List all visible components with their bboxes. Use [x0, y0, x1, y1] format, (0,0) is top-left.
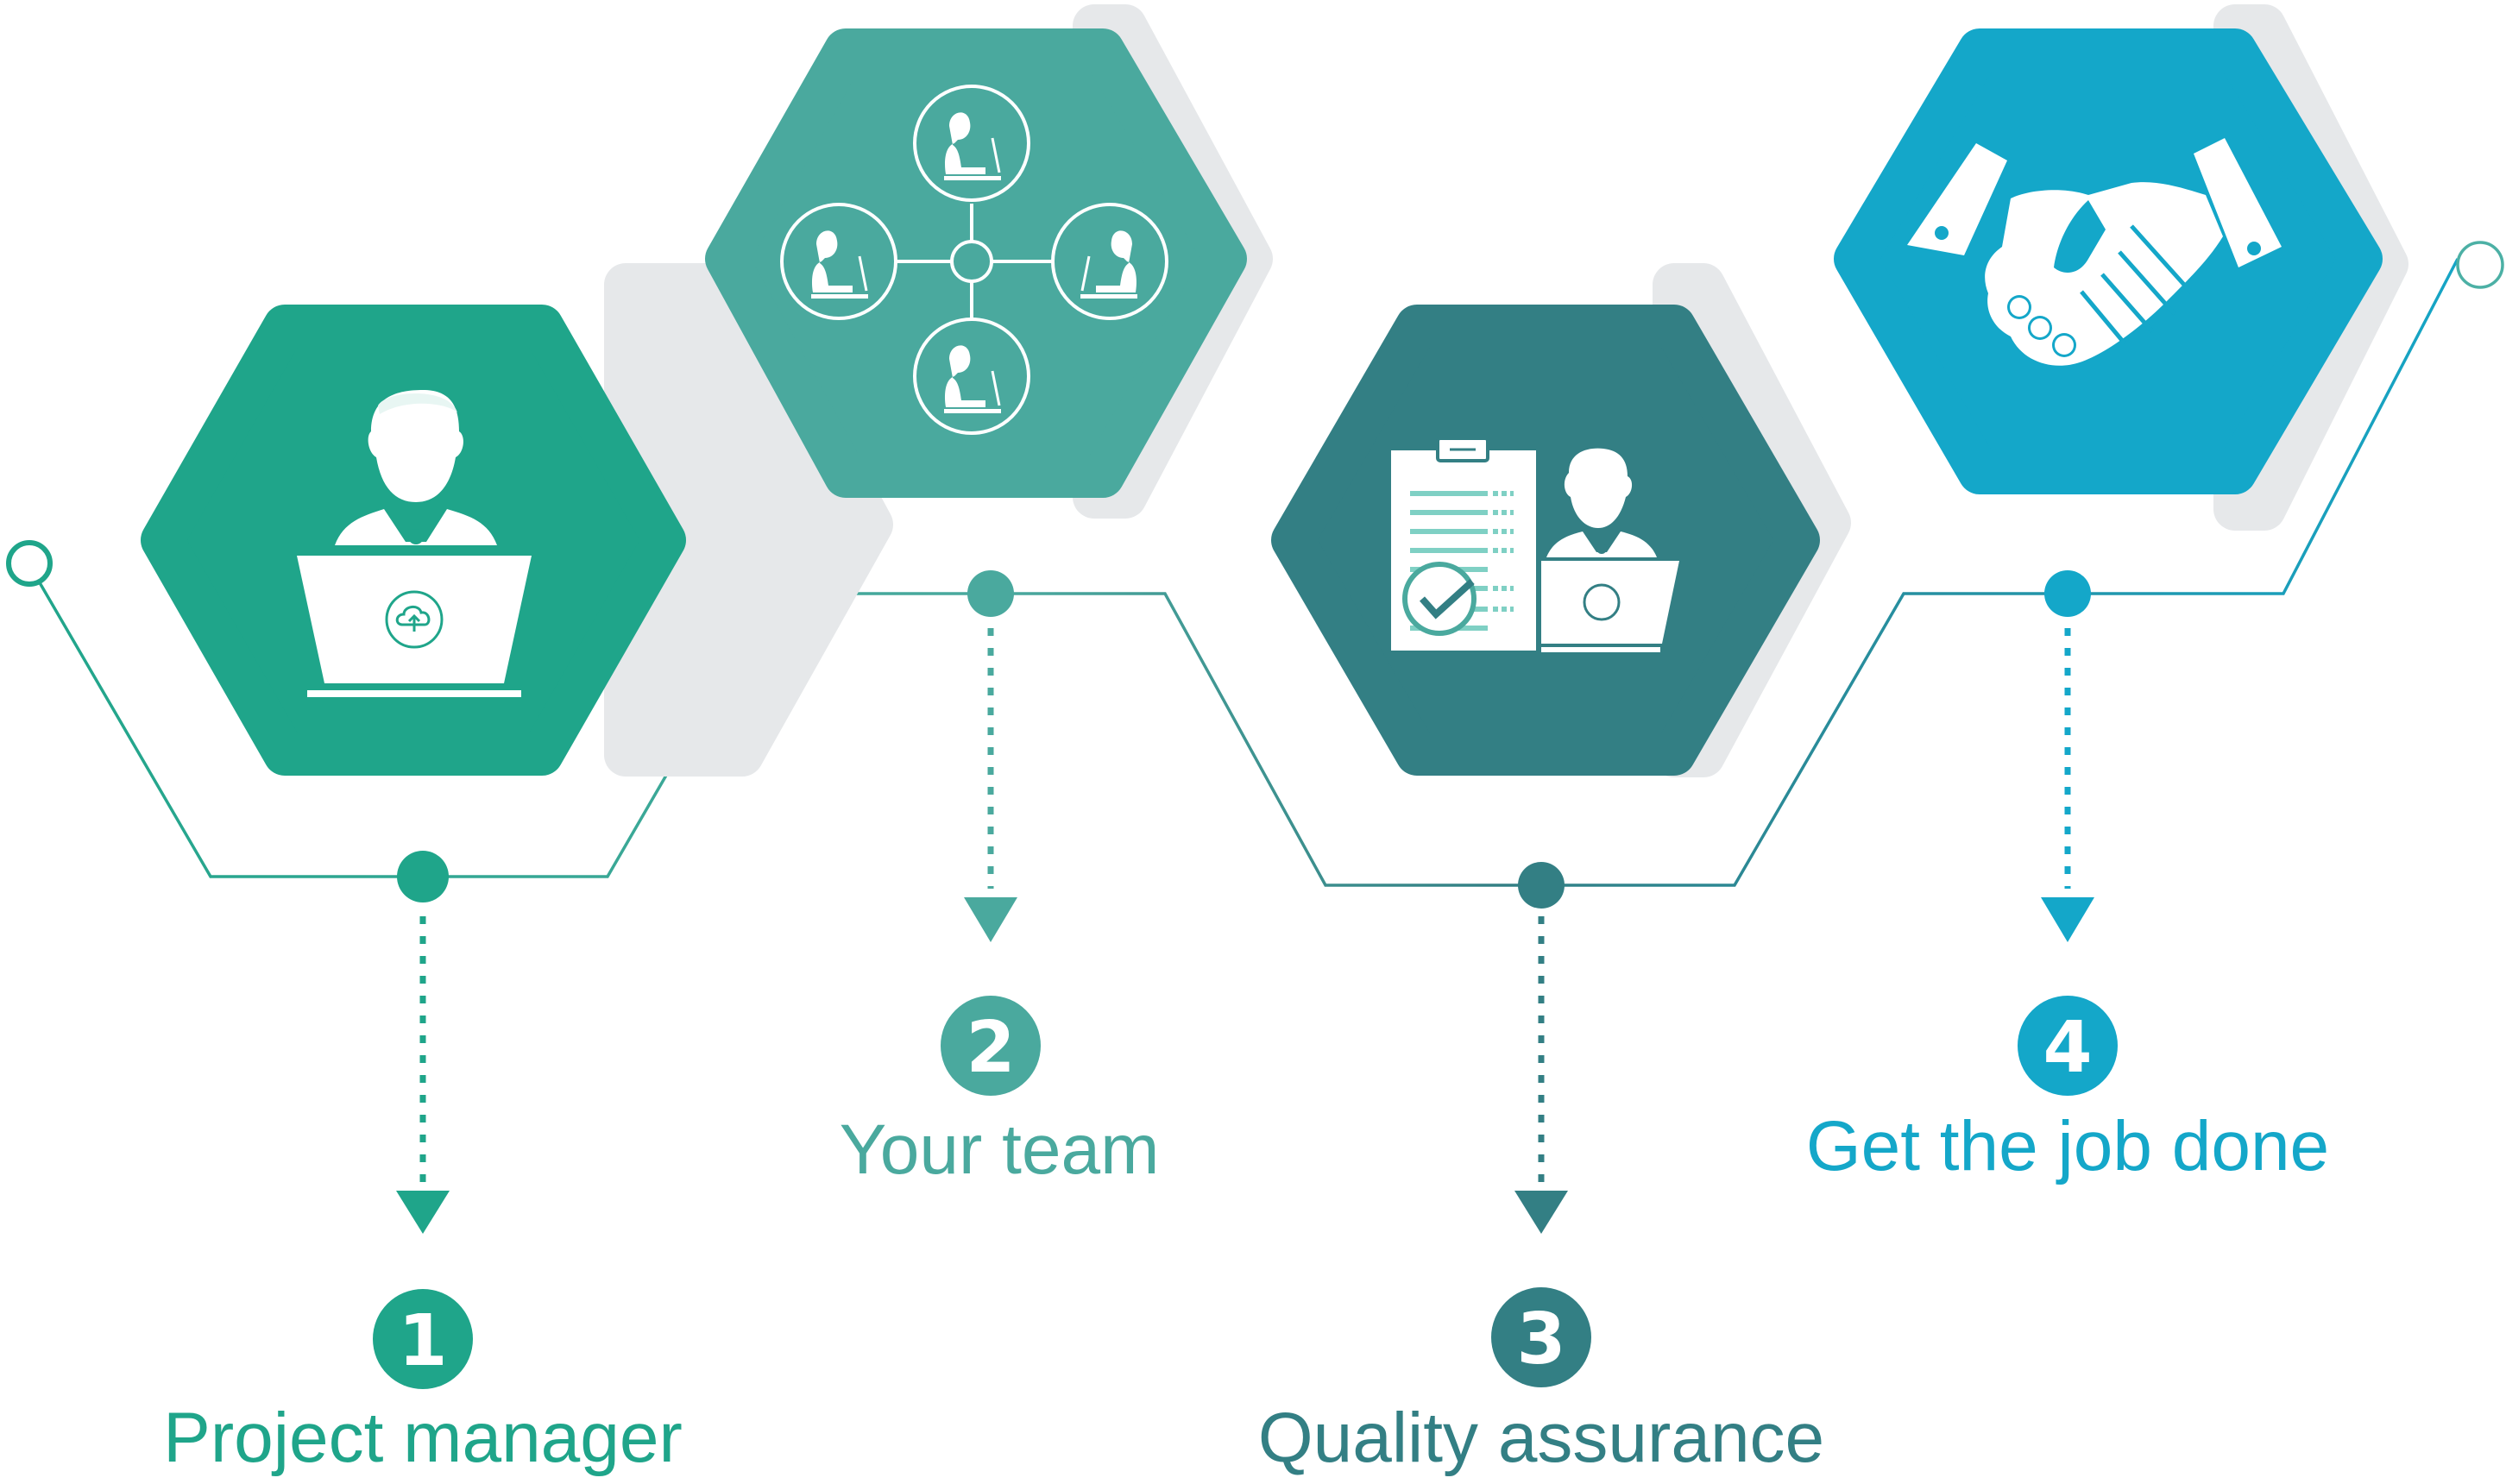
step-4-node — [2044, 570, 2091, 617]
step-1-badge — [373, 1289, 473, 1389]
step-4: 4 Get the job done — [1806, 4, 2408, 1185]
step-4-number: 4 — [2043, 1007, 2092, 1089]
step-3: 3 Quality assurance — [1258, 263, 1851, 1477]
step-3-badge — [1491, 1287, 1591, 1387]
step-4-arrowhead — [2041, 897, 2094, 942]
step-2-label: Your team — [840, 1110, 1160, 1189]
step-4-badge — [2018, 996, 2118, 1096]
step-1-node — [397, 851, 449, 902]
handshake-icon — [1907, 138, 2282, 366]
step-2-node — [967, 570, 1014, 617]
step-1-arrowhead — [396, 1191, 450, 1234]
team-network-icon — [780, 85, 1168, 435]
start-node — [6, 540, 53, 587]
step-3-label: Quality assurance — [1258, 1399, 1824, 1477]
quality-assurance-icon — [1391, 437, 1679, 652]
step-3-number: 3 — [1516, 1298, 1565, 1380]
hexagon-step-3 — [1271, 305, 1820, 776]
step-3-arrowhead — [1514, 1191, 1568, 1234]
step-1-label: Project manager — [163, 1399, 683, 1477]
step-2-badge — [941, 996, 1041, 1096]
step-4-label: Get the job done — [1806, 1107, 2329, 1185]
project-manager-icon — [297, 390, 532, 697]
step-2: 2 Your team — [705, 4, 1273, 1189]
step-1-number: 1 — [398, 1300, 447, 1382]
step-2-arrowhead — [964, 897, 1017, 942]
hexagon-step-2 — [705, 28, 1247, 498]
step-1: 1 Project manager — [141, 263, 893, 1477]
step-2-number: 2 — [966, 1007, 1015, 1089]
step-3-node — [1518, 862, 1565, 909]
end-node — [2456, 241, 2504, 289]
